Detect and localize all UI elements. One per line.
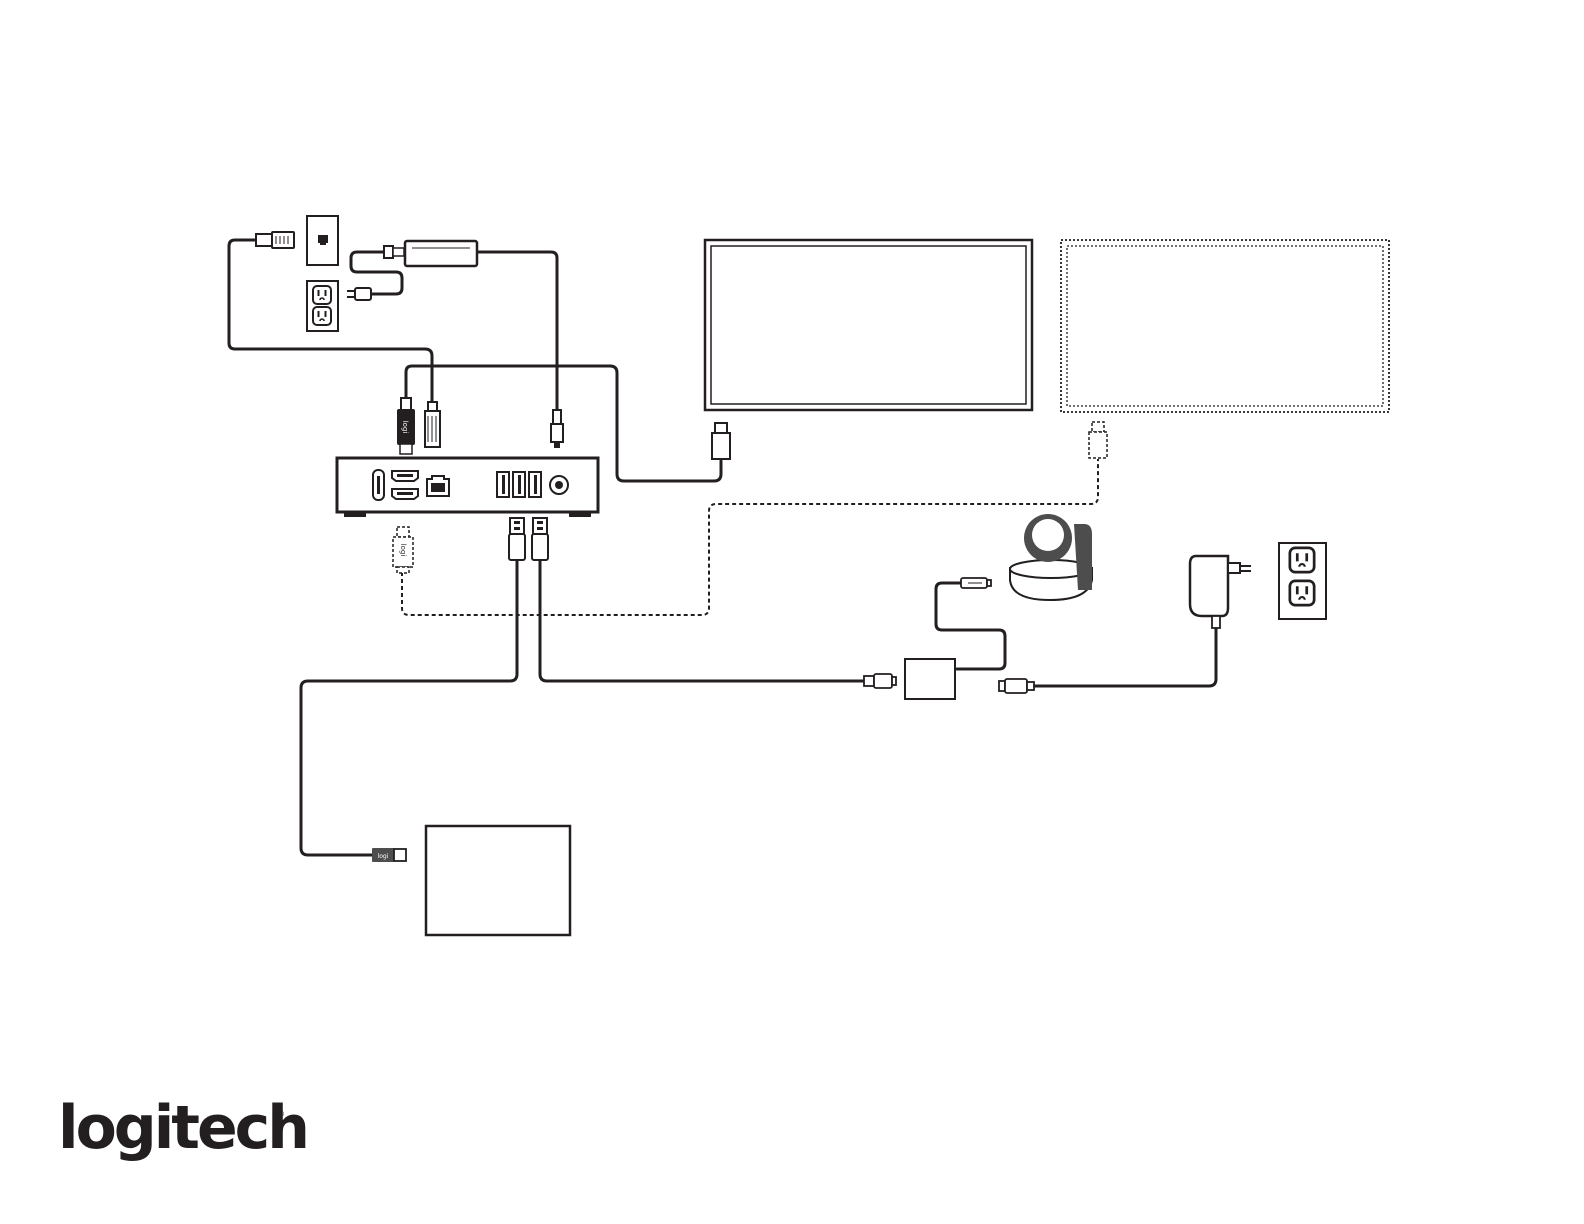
- logo-registered-mark: ®: [276, 1110, 285, 1120]
- ac-plug: [347, 288, 371, 300]
- ethernet-plug-wall: [256, 232, 294, 248]
- usb-plug-controller: logi: [372, 848, 406, 862]
- hub-power-cable: [477, 252, 557, 410]
- dc-plug-hub: [551, 410, 563, 448]
- usb-cable-camera-box: [540, 560, 864, 681]
- svg-text:logi: logi: [378, 853, 389, 860]
- usb-plug-controller-hub: [509, 518, 525, 560]
- svg-text:logi: logi: [401, 421, 409, 434]
- camera-cable-plug: [961, 578, 991, 588]
- logitech-logo: logitech ®: [58, 1093, 307, 1163]
- camera-cable: [936, 583, 1005, 669]
- network-wall-jack: [307, 216, 338, 265]
- hub-power-outlet: [307, 281, 338, 331]
- touch-controller: [426, 826, 570, 935]
- camera-adapter-box: [905, 659, 955, 699]
- camera-power-outlet: [1279, 543, 1326, 619]
- usb-plug-camera-hub: [532, 518, 548, 560]
- ethernet-plug-hub: [425, 402, 440, 447]
- logo-wordmark: logitech: [58, 1093, 307, 1163]
- secondary-display: [1061, 240, 1389, 412]
- hdmi-plug-primary-display: [712, 423, 730, 459]
- usb-cable-controller: [301, 560, 517, 855]
- hdmi-plug-hub: logi: [397, 398, 415, 454]
- hub-power-brick: [384, 241, 477, 266]
- hdmi-plug-secondary-logo: logi: [399, 544, 407, 557]
- primary-display: [705, 240, 1032, 410]
- dc-plug-camera-box: [999, 679, 1034, 693]
- camera-power-adapter: [1190, 556, 1251, 628]
- camera-power-cable: [1034, 628, 1216, 686]
- usb-plug-camera-box: [864, 674, 896, 688]
- compute-hub: [337, 458, 598, 517]
- ptz-camera: [1010, 514, 1092, 600]
- hdmi-plug-secondary-display: [1089, 422, 1107, 458]
